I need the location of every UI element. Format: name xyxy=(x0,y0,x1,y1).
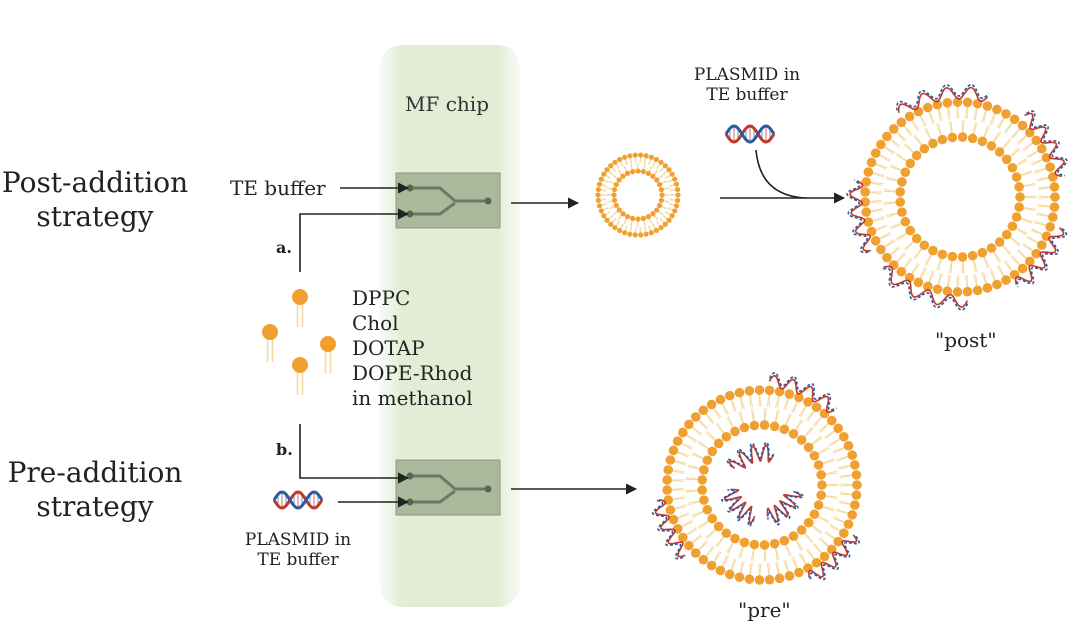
free-lipids xyxy=(262,289,336,395)
te-buffer-label: TE buffer xyxy=(230,176,326,200)
lipid-molecule xyxy=(320,336,336,374)
flow-lines xyxy=(299,149,846,508)
plasmid-merge-curve xyxy=(755,149,807,199)
step-label-b: b. xyxy=(276,440,293,459)
plasmid-strands xyxy=(272,83,1068,581)
chip-label: MF chip xyxy=(405,92,489,116)
dna-strand-outer xyxy=(808,534,861,581)
plasmid-icon-bottom xyxy=(272,490,324,510)
dna-strand-outer xyxy=(1024,110,1068,178)
plasmid-icon-top xyxy=(724,124,776,144)
dna-strand-inner xyxy=(720,488,756,527)
bilayer-heads xyxy=(595,152,681,238)
lipid-molecule xyxy=(262,324,278,362)
lipid-mix-label: DPPC Chol DOTAP DOPE-Rhod in methanol xyxy=(352,286,473,410)
bilayer-heads xyxy=(662,385,862,585)
step-label-a: a. xyxy=(276,238,292,257)
liposome-empty xyxy=(595,152,681,238)
dna-strand-outer xyxy=(651,498,686,560)
dna-strand-outer xyxy=(880,265,969,311)
liposome-post xyxy=(860,97,1060,297)
dna-strand-inner xyxy=(726,441,776,470)
dna-strand-inner xyxy=(766,490,805,526)
post-vesicle-label: "post" xyxy=(935,328,997,352)
pre-vesicle-label: "pre" xyxy=(738,598,791,622)
pre-addition-label: Pre-addition strategy xyxy=(7,456,183,524)
dna-strand-outer xyxy=(896,83,990,113)
chip-bottom xyxy=(395,459,501,516)
chip-top xyxy=(395,172,501,229)
plasmid-label-top: PLASMID in TE buffer xyxy=(693,65,801,106)
lipid-line-b xyxy=(299,424,410,484)
lipid-line-a xyxy=(299,208,410,272)
lipid-molecule xyxy=(292,289,308,327)
dna-strand-outer xyxy=(768,371,837,413)
dna-strand-outer xyxy=(846,179,872,254)
post-addition-label: Post-addition strategy xyxy=(1,166,189,234)
plasmid-label-bottom: PLASMID in TE buffer xyxy=(244,530,352,571)
lipid-molecule xyxy=(292,357,308,395)
liposome-pre xyxy=(662,385,862,585)
bilayer-heads xyxy=(860,97,1060,297)
dna-strand-outer xyxy=(1014,227,1068,288)
